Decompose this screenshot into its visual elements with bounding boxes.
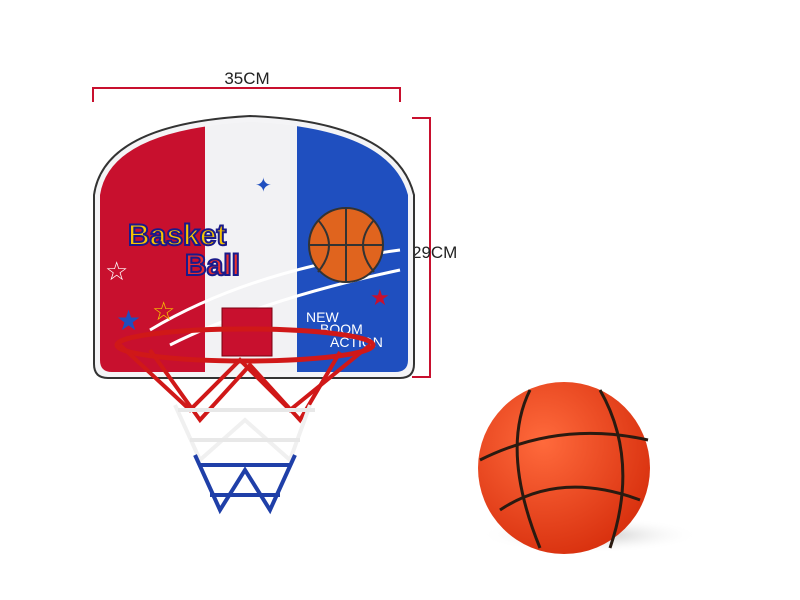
height-label: 29CM	[412, 243, 457, 262]
star-icon: ★	[116, 305, 141, 336]
height-dimension: 29CM	[412, 117, 457, 378]
net	[118, 343, 372, 515]
star-icon: ★	[370, 285, 390, 310]
svg-text:Ball: Ball	[185, 249, 240, 282]
star-icon: ☆	[152, 296, 175, 326]
logo-text: Basket	[128, 219, 226, 252]
hoop	[114, 307, 376, 515]
star-icon: ✦	[255, 175, 272, 197]
basketball	[478, 382, 700, 554]
width-dimension: 35CM	[92, 69, 401, 102]
star-icon: ☆	[105, 256, 128, 286]
width-label: 35CM	[224, 69, 269, 88]
